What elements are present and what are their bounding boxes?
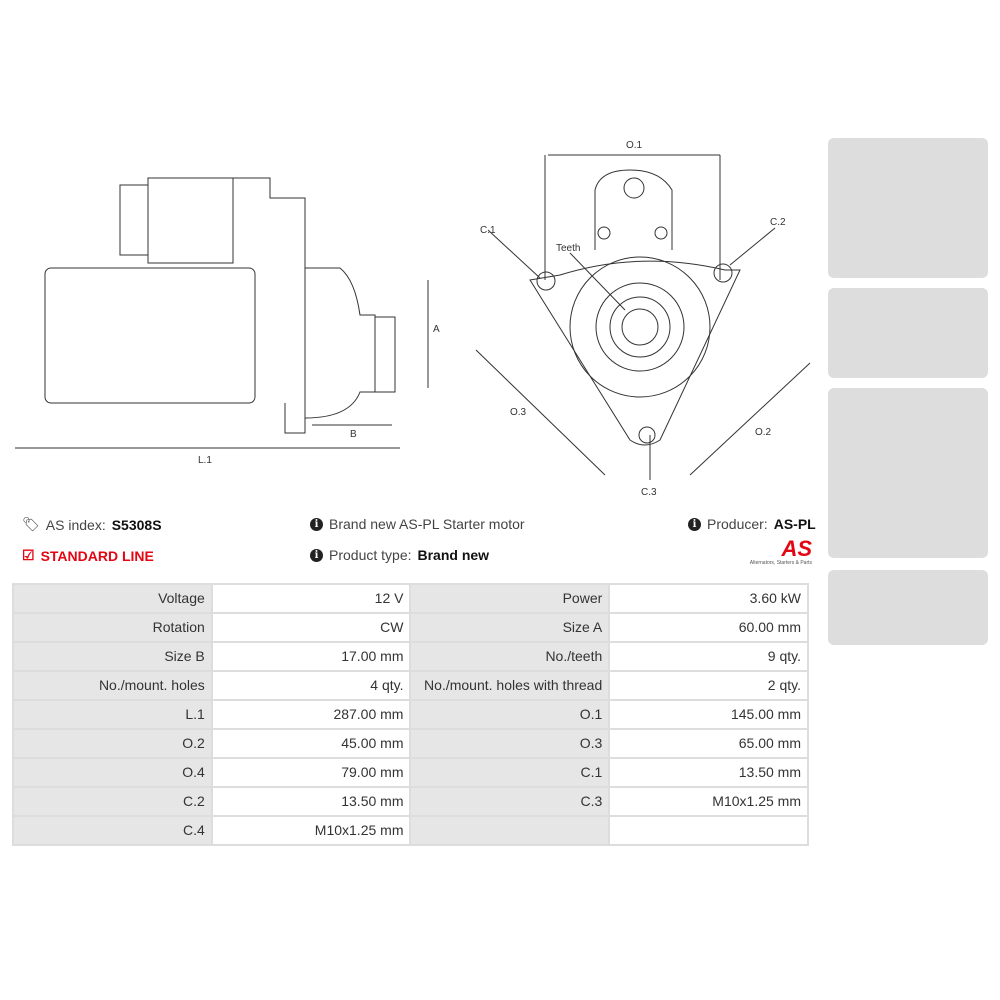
spec-label: Size B bbox=[12, 641, 213, 672]
info-icon: i bbox=[688, 517, 701, 531]
spec-value: 79.00 mm bbox=[210, 757, 412, 788]
spec-label: No./mount. holes bbox=[12, 670, 213, 701]
spec-label: No./mount. holes with thread bbox=[409, 670, 611, 701]
spec-value: 3.60 kW bbox=[608, 583, 809, 614]
product-photo-side[interactable] bbox=[828, 288, 988, 378]
spec-label: Rotation bbox=[12, 612, 213, 643]
spec-label: O.4 bbox=[12, 757, 213, 788]
label-teeth: Teeth bbox=[556, 243, 580, 254]
spec-label: O.2 bbox=[12, 728, 213, 759]
standard-line: ☑STANDARD LINE bbox=[22, 547, 154, 564]
info-icon: i bbox=[310, 548, 323, 562]
label-b: B bbox=[350, 429, 357, 440]
label-o3: O.3 bbox=[510, 407, 527, 418]
spec-label: O.3 bbox=[409, 728, 611, 759]
spec-label: Voltage bbox=[12, 583, 213, 614]
spec-value: 287.00 mm bbox=[210, 699, 412, 730]
product-photo-angle[interactable] bbox=[828, 570, 988, 645]
label-c2: C.2 bbox=[770, 217, 786, 228]
spec-value: 145.00 mm bbox=[608, 699, 809, 730]
spec-label: Size A bbox=[409, 612, 611, 643]
spec-label: C.3 bbox=[409, 786, 611, 817]
spec-label: Power bbox=[409, 583, 611, 614]
spec-value: M10x1.25 mm bbox=[210, 815, 412, 846]
label-a: A bbox=[433, 324, 440, 335]
as-logo: AS Alternators, Starters & Parts bbox=[749, 536, 812, 567]
label-o1: O.1 bbox=[626, 140, 643, 151]
product-photo-rear[interactable] bbox=[828, 388, 988, 558]
spec-value: 2 qty. bbox=[608, 670, 809, 701]
label-c3: C.3 bbox=[641, 487, 657, 498]
spec-value: 17.00 mm bbox=[210, 641, 412, 672]
spec-value bbox=[608, 815, 809, 846]
spec-value: 12 V bbox=[210, 583, 412, 614]
spec-value: 9 qty. bbox=[608, 641, 809, 672]
spec-value: 13.50 mm bbox=[608, 757, 809, 788]
spec-label bbox=[409, 815, 611, 846]
spec-value: 13.50 mm bbox=[210, 786, 412, 817]
spec-value: M10x1.25 mm bbox=[608, 786, 809, 817]
spec-label: C.4 bbox=[12, 815, 213, 846]
spec-label: O.1 bbox=[409, 699, 611, 730]
spec-value: 45.00 mm bbox=[210, 728, 412, 759]
spec-label: C.2 bbox=[12, 786, 213, 817]
spec-value: CW bbox=[210, 612, 412, 643]
spec-label: C.1 bbox=[409, 757, 611, 788]
checkbox-icon: ☑ bbox=[22, 547, 35, 563]
spec-value: 65.00 mm bbox=[608, 728, 809, 759]
product-photo-front[interactable] bbox=[828, 138, 988, 278]
label-c1: C.1 bbox=[480, 225, 496, 236]
tag-icon: 🏷 bbox=[22, 516, 40, 532]
label-l1: L.1 bbox=[198, 455, 212, 466]
info-icon: i bbox=[310, 517, 323, 531]
spec-label: L.1 bbox=[12, 699, 213, 730]
as-index: 🏷 AS index:S5308S bbox=[22, 516, 162, 533]
spec-value: 60.00 mm bbox=[608, 612, 809, 643]
technical-drawing: L.1 A B O.1 O.2 O.3 C.1 C.2 C.3 Teeth bbox=[15, 140, 811, 498]
spec-label: No./teeth bbox=[409, 641, 611, 672]
label-o2: O.2 bbox=[755, 427, 772, 438]
spec-value: 4 qty. bbox=[210, 670, 412, 701]
